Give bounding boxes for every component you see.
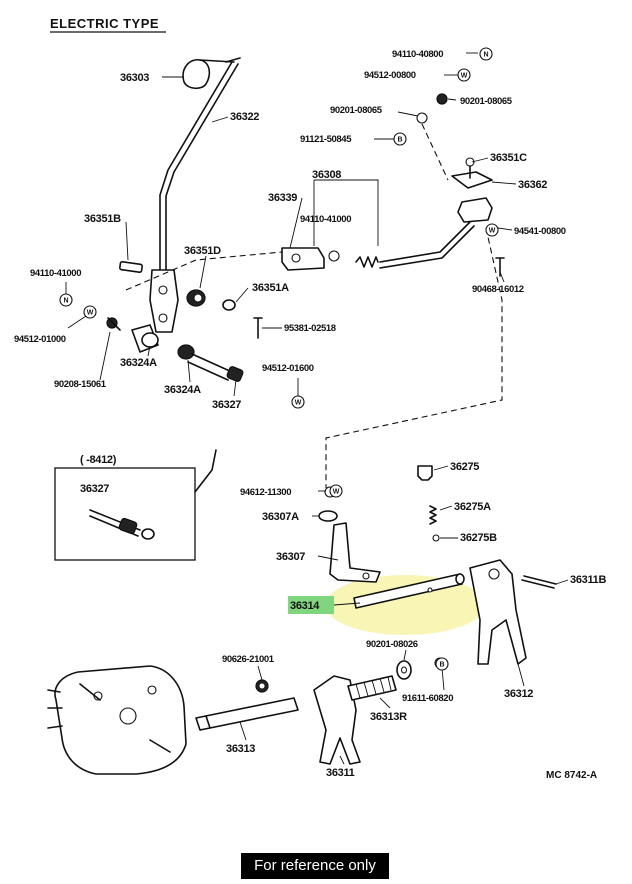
- label-36324A-2: 36324A: [164, 384, 201, 396]
- badge-w-2: W: [485, 223, 499, 237]
- badge-n-2: N: [59, 293, 73, 307]
- label-36303: 36303: [120, 72, 149, 84]
- badge-w-5: W: [329, 484, 343, 498]
- shift-lever-assembly: [106, 57, 263, 382]
- label-36312: 36312: [504, 688, 533, 700]
- label-90201-08065-a: 90201-08065: [330, 105, 383, 116]
- label-94512-01600: 94512-01600: [262, 363, 314, 374]
- label-91121-50845: 91121-50845: [300, 134, 352, 145]
- svg-text:W: W: [87, 310, 94, 317]
- svg-text:W: W: [333, 489, 340, 496]
- label-36324A-1: 36324A: [120, 357, 157, 369]
- label-36275A: 36275A: [454, 501, 491, 513]
- label-94110-40800: 94110-40800: [392, 49, 443, 60]
- label-36275: 36275: [450, 461, 479, 473]
- inset-range-label: ( -8412): [80, 454, 117, 466]
- label-36311B: 36311B: [570, 574, 606, 586]
- label-36351C: 36351C: [490, 152, 527, 164]
- label-36339: 36339: [268, 192, 297, 204]
- label-36362: 36362: [518, 179, 547, 191]
- label-91611-60820: 91611-60820: [402, 693, 453, 704]
- diagram-reference: MC 8742-A: [546, 770, 597, 781]
- reference-note: For reference only: [241, 853, 389, 879]
- inset-box: [54, 449, 217, 561]
- svg-text:N: N: [63, 298, 68, 305]
- label-36311: 36311: [326, 767, 355, 779]
- label-36308: 36308: [312, 169, 341, 181]
- label-94110-41000-a: 94110-41000: [300, 214, 351, 225]
- label-90626-21001: 90626-21001: [222, 654, 275, 665]
- badge-w-1: W: [457, 68, 471, 82]
- badge-b-1: B: [393, 132, 407, 146]
- shift-shaft-assembly: [47, 465, 557, 775]
- label-36351D: 36351D: [184, 245, 221, 257]
- label-36327: 36327: [212, 399, 241, 411]
- label-94612-11300: 94612-11300: [240, 487, 291, 498]
- label-36275B: 36275B: [460, 532, 497, 544]
- svg-text:W: W: [461, 73, 468, 80]
- label-36351A: 36351A: [252, 282, 289, 294]
- label-95381-02518: 95381-02518: [284, 323, 336, 334]
- label-90468-16012: 90468-16012: [472, 284, 524, 295]
- label-94541-00800: 94541-00800: [514, 226, 566, 237]
- label-36351B: 36351B: [84, 213, 121, 225]
- label-90208-15061: 90208-15061: [54, 379, 107, 390]
- label-36307: 36307: [276, 551, 305, 563]
- label-94512-01000: 94512-01000: [14, 334, 66, 345]
- svg-text:B: B: [397, 137, 402, 144]
- svg-text:W: W: [489, 228, 496, 235]
- svg-text:B: B: [439, 662, 444, 669]
- label-36322: 36322: [230, 111, 259, 123]
- label-36314: 36314: [290, 600, 320, 612]
- label-36313R: 36313R: [370, 711, 407, 723]
- label-36313: 36313: [226, 743, 255, 755]
- inset-label-36327: 36327: [80, 483, 109, 495]
- svg-text:W: W: [295, 400, 302, 407]
- label-90201-08065-b: 90201-08065: [460, 96, 513, 107]
- label-90201-08026: 90201-08026: [366, 639, 418, 650]
- part-labels: 36303 36322 36308 36339 94110-41000 3635…: [14, 49, 607, 781]
- badge-b-2: B: [435, 657, 449, 671]
- bracket-36308: [281, 93, 505, 277]
- label-36307A: 36307A: [262, 511, 299, 523]
- diagram-title: ELECTRIC TYPE: [50, 16, 159, 31]
- badge-w-4: W: [291, 395, 305, 409]
- label-94110-41000-b: 94110-41000: [30, 268, 81, 279]
- label-94512-00800: 94512-00800: [364, 70, 416, 81]
- badge-n-1: N: [479, 47, 493, 61]
- highlight-36314: [288, 575, 485, 635]
- svg-text:N: N: [483, 52, 488, 59]
- badge-w-3: W: [83, 305, 97, 319]
